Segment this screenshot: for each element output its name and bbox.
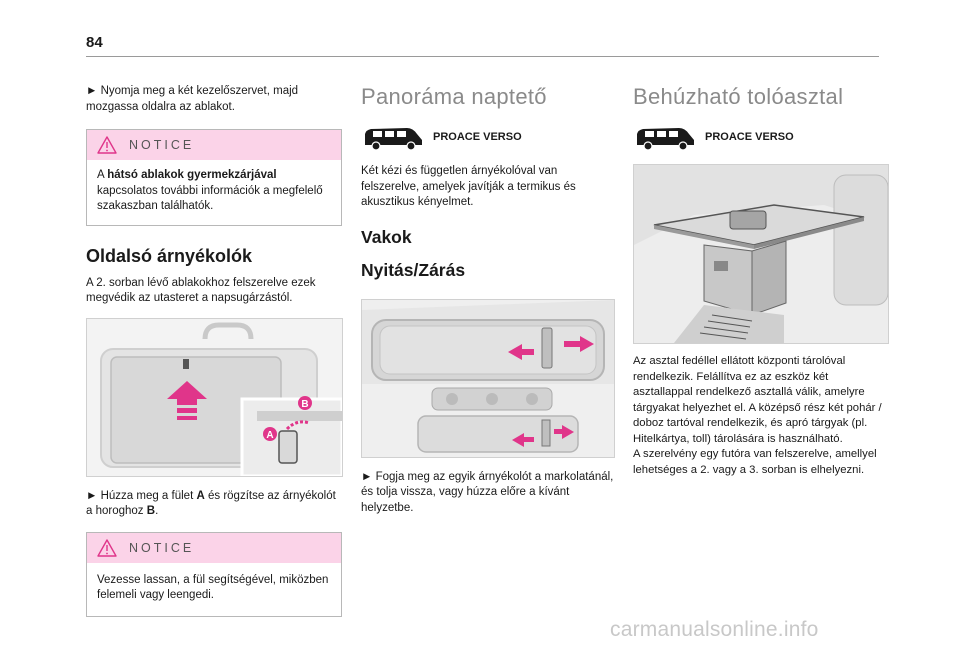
roof-blind-illustration xyxy=(361,298,615,458)
notice-label: NOTICE xyxy=(129,138,195,152)
arrow-up-icon xyxy=(167,380,207,420)
marker-b: B xyxy=(301,399,308,410)
sliding-table-rail-info: A szerelvény egy futóra van felszerelve,… xyxy=(633,448,877,476)
section-heading-side-shades: Oldalsó árnyékolók xyxy=(86,245,253,266)
notice-label: NOTICE xyxy=(129,540,195,555)
section-heading-sliding-table: Behúzható tolóasztal xyxy=(633,84,844,109)
notice-text: Vezesse lassan, a fül segítségével, mikö… xyxy=(97,573,329,602)
roof-blind-drawing xyxy=(362,299,614,457)
sliding-table-description: Az asztal fedéllel ellátott központi tár… xyxy=(633,355,882,445)
sliding-table-illustration xyxy=(633,164,889,344)
vehicle-label: PROACE VERSO xyxy=(705,131,794,143)
warning-icon xyxy=(97,538,117,557)
notice-text-bold: hátsó ablakok gyermekzárjával xyxy=(107,169,277,181)
notice-body: Vezesse lassan, a fül segítségével, mikö… xyxy=(87,563,341,616)
top-rule xyxy=(86,56,879,57)
section-heading-panoramic-roof: Panoráma naptető xyxy=(361,84,547,109)
notice-text-pre: A xyxy=(97,169,108,181)
side-shade-illustration: B A xyxy=(86,317,343,477)
page-number: 84 xyxy=(86,34,103,51)
side-shade-drawing: B A xyxy=(87,318,342,476)
side-shades-description: A 2. sorban lévő ablakokhoz felszerelve … xyxy=(86,276,316,305)
notice-body: A hátsó ablakok gyermekzárjával kapcsola… xyxy=(87,160,341,225)
subheading-open-close: Nyitás/Zárás xyxy=(361,259,466,280)
notice-header: NOTICE xyxy=(87,532,341,563)
notice-box-child-lock: NOTICE A hátsó ablakok gyermekzárjával k… xyxy=(86,129,342,226)
notice-header: NOTICE xyxy=(87,130,341,160)
arrow-left-right-icon-small xyxy=(512,424,574,447)
notice-text-post: kapcsolatos további információk a megfel… xyxy=(97,184,323,213)
watermark: carmanualsonline.info xyxy=(610,618,819,641)
column-side-shades: ► Nyomja meg a két kezelőszervet, majd m… xyxy=(86,84,343,617)
vehicle-label: PROACE VERSO xyxy=(433,131,522,143)
van-icon xyxy=(637,128,694,151)
side-shade-instruction: ► Húzza meg a fület A és rögzítse az árn… xyxy=(86,489,336,518)
warning-icon xyxy=(97,136,117,154)
vehicle-badge: PROACE VERSO xyxy=(633,124,889,152)
vehicle-badge: PROACE VERSO xyxy=(361,124,615,152)
marker-a: A xyxy=(266,430,273,441)
subheading-blinds: Vakok xyxy=(361,226,412,247)
van-icon xyxy=(365,128,422,151)
intro-text: ► Nyomja meg a két kezelőszervet, majd m… xyxy=(86,85,299,113)
column-sliding-table: Behúzható tolóasztal PROACE VERSO xyxy=(633,84,889,478)
roof-blind-instruction: ► Fogja meg az egyik árnyékolót a markol… xyxy=(361,470,614,514)
sliding-table-drawing xyxy=(634,165,888,343)
panoramic-roof-description: Két kézi és független árnyékolóval van f… xyxy=(361,165,576,208)
column-panoramic-roof: Panoráma naptető PROACE VERSO Két kézi é… xyxy=(361,84,615,516)
notice-box-slow-operation: NOTICE Vezesse lassan, a fül segítségéve… xyxy=(86,531,342,617)
arrow-left-right-icon xyxy=(508,335,594,360)
